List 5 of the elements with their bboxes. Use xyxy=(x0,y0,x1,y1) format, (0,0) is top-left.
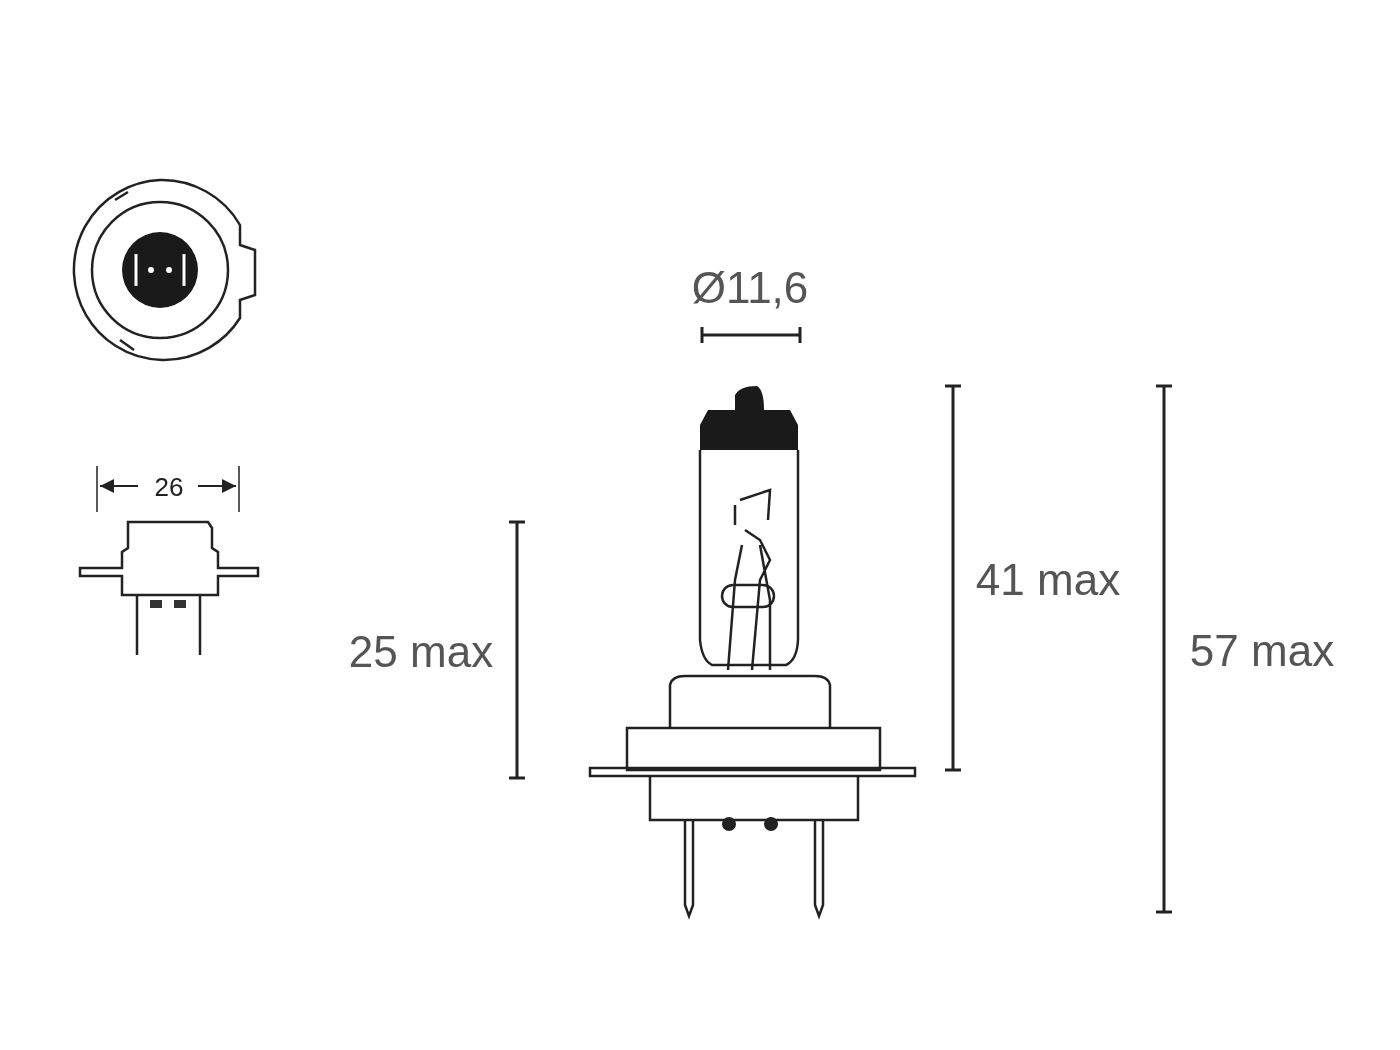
dimension-label: 26 xyxy=(154,474,184,500)
dimension-label: 25 max xyxy=(348,630,494,674)
dimension-label: 41 max xyxy=(975,558,1121,602)
dimension-label: 57 max xyxy=(1189,629,1335,673)
dimension-label: Ø11,6 xyxy=(691,266,809,310)
